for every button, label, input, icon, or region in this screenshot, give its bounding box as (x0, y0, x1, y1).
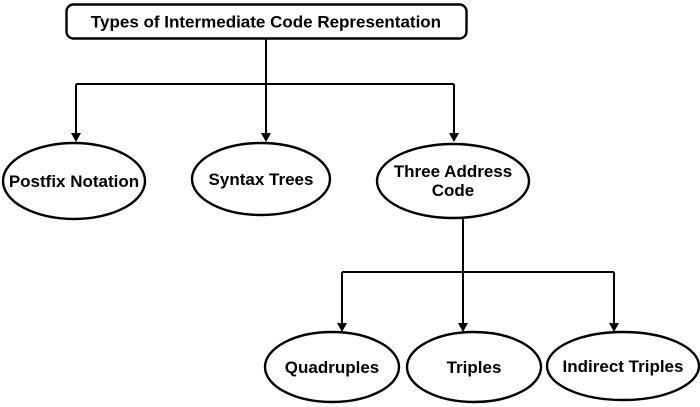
triples-ellipse (405, 330, 543, 404)
three-address-code-label-line1: Three Address (394, 162, 512, 181)
quadruples-label: Quadruples (285, 358, 379, 377)
root-box (65, 3, 468, 40)
arrow-down-icon (261, 133, 271, 142)
indirect-triples-ellipse (545, 330, 700, 402)
arrow-down-icon (458, 323, 468, 332)
arrow-down-icon (609, 323, 619, 332)
root-label: Types of Intermediate Code Representatio… (91, 13, 441, 32)
level2-connector-lines (341, 218, 615, 323)
arrow-down-icon (337, 323, 347, 332)
indirect-triples-label: Indirect Triples (563, 357, 684, 376)
level2-connectors (337, 218, 619, 332)
arrow-down-icon (449, 133, 459, 142)
node-syntax-trees: Syntax Trees (190, 141, 332, 217)
arrow-down-icon (71, 133, 81, 142)
node-postfix-notation: Postfix Notation (1, 141, 147, 221)
syntax-trees-label: Syntax Trees (209, 170, 314, 189)
triples-label: Triples (447, 358, 502, 377)
node-root: Types of Intermediate Code Representatio… (65, 3, 468, 40)
node-triples: Triples (405, 330, 543, 404)
node-indirect-triples: Indirect Triples (545, 330, 700, 402)
postfix-notation-ellipse (1, 141, 147, 221)
three-address-code-label-line2: Code (432, 181, 475, 200)
node-quadruples: Quadruples (263, 330, 401, 404)
level1-connector-lines (75, 39, 455, 134)
syntax-trees-ellipse (190, 141, 332, 217)
quadruples-ellipse (263, 330, 401, 404)
node-three-address-code: Three Address Code (375, 142, 531, 220)
level1-connectors (71, 39, 459, 142)
three-address-code-ellipse (375, 142, 531, 220)
postfix-notation-label: Postfix Notation (9, 172, 139, 191)
